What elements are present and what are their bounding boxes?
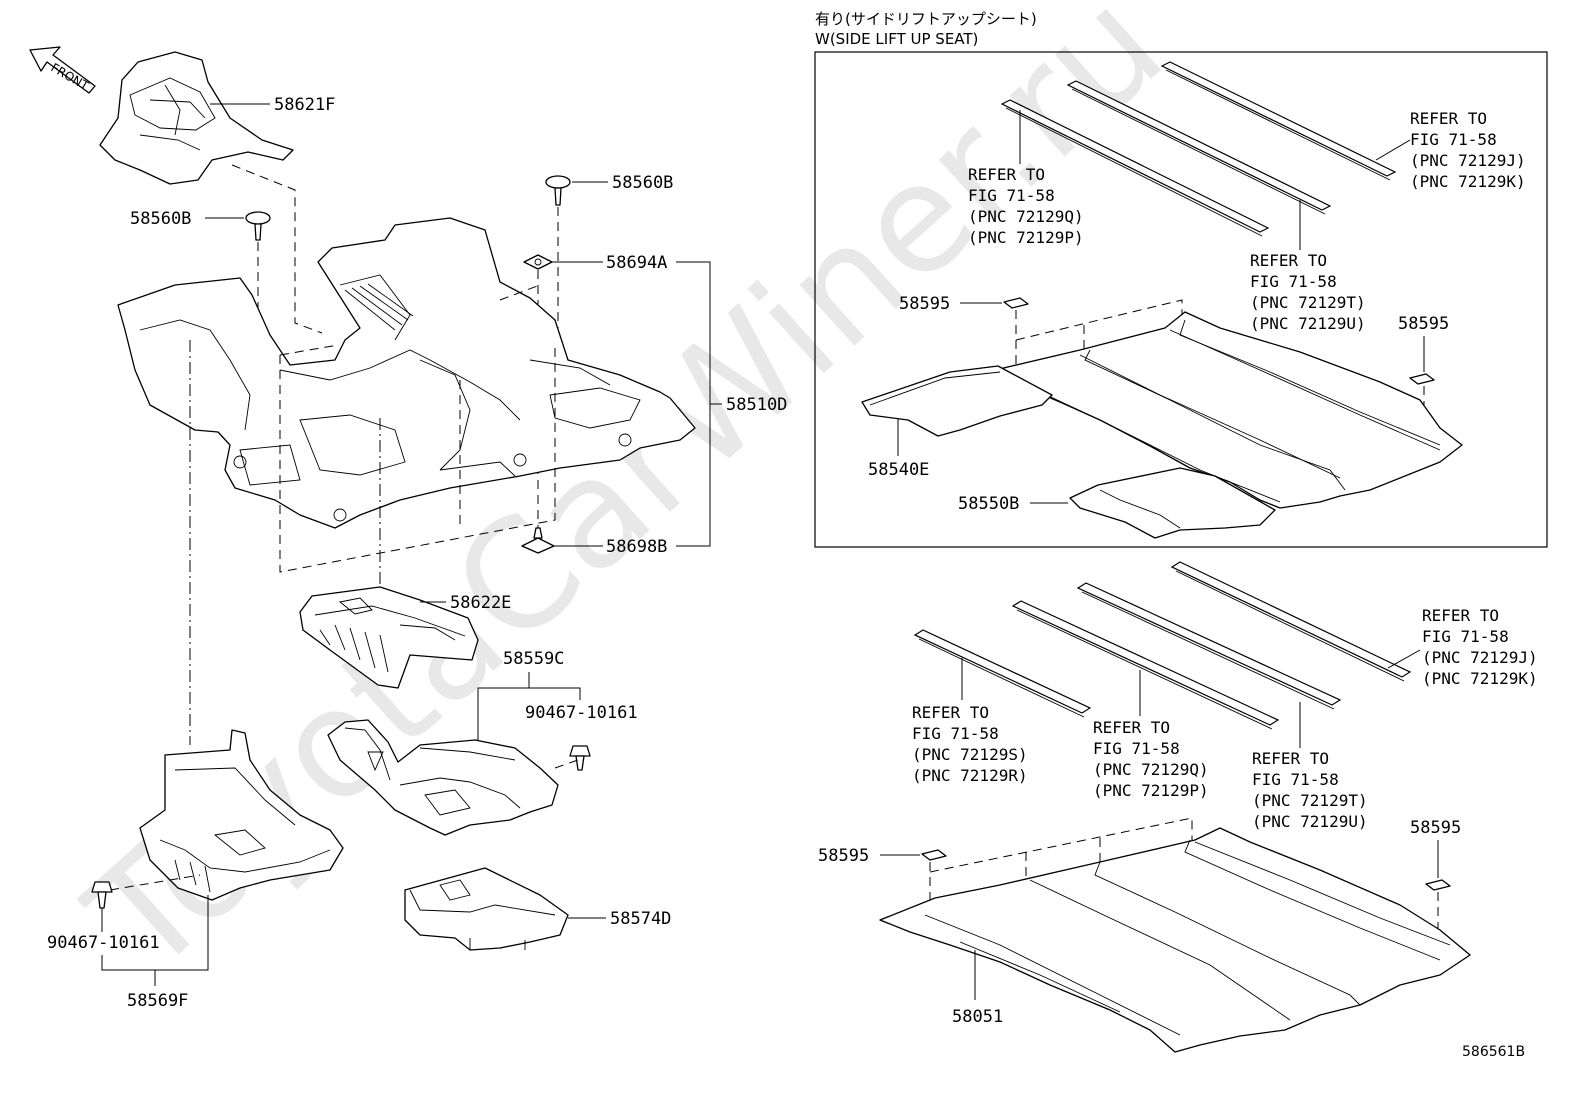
- ref-72129T-U-top-l1[interactable]: REFER TO: [1250, 251, 1327, 270]
- ref-72129Q-P-top-l2[interactable]: FIG 71-58: [968, 186, 1055, 205]
- clip-58595-top-right-icon[interactable]: [1409, 373, 1435, 385]
- ref-72129J-K-top-l3[interactable]: (PNC 72129J): [1410, 151, 1526, 170]
- ref-72129Q-P-bottom-l3[interactable]: (PNC 72129Q): [1093, 760, 1209, 779]
- ref-72129Q-P-bottom-l2[interactable]: FIG 71-58: [1093, 739, 1180, 758]
- ref-72129Q-P-top-l3[interactable]: (PNC 72129Q): [968, 207, 1084, 226]
- ref-72129T-U-bottom-l2[interactable]: FIG 71-58: [1252, 770, 1339, 789]
- part-58051-shape[interactable]: [879, 827, 1471, 1053]
- clip-58595-bottom-right-icon[interactable]: [1425, 879, 1451, 891]
- ref-72129J-K-bottom-l3[interactable]: (PNC 72129J): [1422, 648, 1538, 667]
- part-floor-carpet-top-shape[interactable]: [994, 311, 1463, 509]
- ref-72129Q-P-bottom-l1[interactable]: REFER TO: [1093, 718, 1170, 737]
- clip-58595-bottom-left-icon[interactable]: [921, 849, 947, 861]
- part-label-58621F[interactable]: 58621F: [274, 95, 335, 115]
- clip-58560B-left-icon[interactable]: [245, 211, 271, 241]
- clip-90467-10161-right-icon[interactable]: [569, 745, 591, 771]
- part-label-58569F[interactable]: 58569F: [127, 991, 188, 1011]
- ref-72129J-K-top-l1[interactable]: REFER TO: [1410, 109, 1487, 128]
- ref-72129T-U-top-l2[interactable]: FIG 71-58: [1250, 272, 1337, 291]
- ref-72129T-U-bottom-l1[interactable]: REFER TO: [1252, 749, 1329, 768]
- ref-72129S-R-l3[interactable]: (PNC 72129S): [912, 745, 1028, 764]
- clip-58560B-right-icon[interactable]: [545, 175, 571, 206]
- rail-72129Q-P-bottom[interactable]: [1011, 600, 1280, 730]
- part-label-58595-bottom-right[interactable]: 58595: [1410, 818, 1461, 838]
- ref-72129J-K-bottom-l4[interactable]: (PNC 72129K): [1422, 669, 1538, 688]
- ref-72129T-U-top-l4[interactable]: (PNC 72129U): [1250, 314, 1366, 333]
- ref-72129T-U-bottom-l4[interactable]: (PNC 72129U): [1252, 812, 1368, 831]
- clip-58694A-icon[interactable]: [523, 254, 553, 270]
- part-label-58698B[interactable]: 58698B: [606, 537, 667, 557]
- ref-72129Q-P-top-l4[interactable]: (PNC 72129P): [968, 228, 1084, 247]
- part-58574D-shape[interactable]: [404, 867, 569, 951]
- part-label-58595-top-right[interactable]: 58595: [1398, 314, 1449, 334]
- ref-72129T-U-top-l3[interactable]: (PNC 72129T): [1250, 293, 1366, 312]
- header-line-jp: 有り(サイドリフトアップシート): [815, 10, 1037, 28]
- part-label-58595-bottom-left[interactable]: 58595: [818, 846, 869, 866]
- part-58621F-shape[interactable]: [99, 51, 294, 185]
- part-label-58540E[interactable]: 58540E: [868, 460, 929, 480]
- ref-72129S-R-l1[interactable]: REFER TO: [912, 703, 989, 722]
- part-label-58510D[interactable]: 58510D: [726, 395, 787, 415]
- part-58622E-shape[interactable]: [299, 586, 479, 689]
- ref-72129T-U-bottom-l3[interactable]: (PNC 72129T): [1252, 791, 1368, 810]
- rail-72129T-U-bottom[interactable]: [1076, 582, 1342, 710]
- part-58569F-shape[interactable]: [139, 729, 344, 901]
- part-label-58622E[interactable]: 58622E: [450, 593, 511, 613]
- ref-72129Q-P-bottom-l4[interactable]: (PNC 72129P): [1093, 781, 1209, 800]
- ref-72129J-K-bottom-l1[interactable]: REFER TO: [1422, 606, 1499, 625]
- part-58559C-shape[interactable]: [327, 719, 559, 836]
- ref-72129J-K-bottom-l2[interactable]: FIG 71-58: [1422, 627, 1509, 646]
- part-label-58550B[interactable]: 58550B: [958, 494, 1019, 514]
- clip-58595-top-left-icon[interactable]: [1003, 297, 1029, 309]
- header-line-en: W(SIDE LIFT UP SEAT): [815, 30, 978, 48]
- part-58540E-shape[interactable]: [861, 365, 1053, 437]
- ref-72129Q-P-top-l1[interactable]: REFER TO: [968, 165, 1045, 184]
- rail-72129T-U-top[interactable]: [1066, 80, 1332, 215]
- part-label-90467-10161-left[interactable]: 90467-10161: [47, 933, 160, 953]
- front-arrow-icon: FRONT: [29, 46, 96, 94]
- figure-id: 586561B: [1462, 1044, 1525, 1060]
- part-label-58560B-right[interactable]: 58560B: [612, 173, 673, 193]
- part-label-58560B-left[interactable]: 58560B: [130, 209, 191, 229]
- front-label: FRONT: [49, 60, 92, 93]
- part-58510D-shape[interactable]: [117, 217, 696, 529]
- clip-90467-10161-left-icon[interactable]: [91, 881, 113, 909]
- part-58550B-shape[interactable]: [1069, 467, 1276, 539]
- part-label-58595-top-left[interactable]: 58595: [899, 294, 950, 314]
- ref-72129J-K-top-l4[interactable]: (PNC 72129K): [1410, 172, 1526, 191]
- part-label-58694A[interactable]: 58694A: [606, 253, 667, 273]
- rail-72129J-K-top[interactable]: [1160, 61, 1397, 181]
- ref-72129S-R-l4[interactable]: (PNC 72129R): [912, 766, 1028, 785]
- part-label-58574D[interactable]: 58574D: [610, 909, 671, 929]
- rail-72129S-R-bottom[interactable]: [913, 629, 1092, 718]
- rail-72129J-K-bottom[interactable]: [1170, 561, 1412, 682]
- part-label-90467-10161-right[interactable]: 90467-10161: [525, 703, 638, 723]
- part-label-58051[interactable]: 58051: [952, 1007, 1003, 1027]
- ref-72129S-R-l2[interactable]: FIG 71-58: [912, 724, 999, 743]
- ref-72129J-K-top-l2[interactable]: FIG 71-58: [1410, 130, 1497, 149]
- rail-72129Q-P-top[interactable]: [1000, 99, 1270, 237]
- part-label-58559C[interactable]: 58559C: [503, 649, 564, 669]
- side-lift-up-seat-frame: [814, 51, 1548, 548]
